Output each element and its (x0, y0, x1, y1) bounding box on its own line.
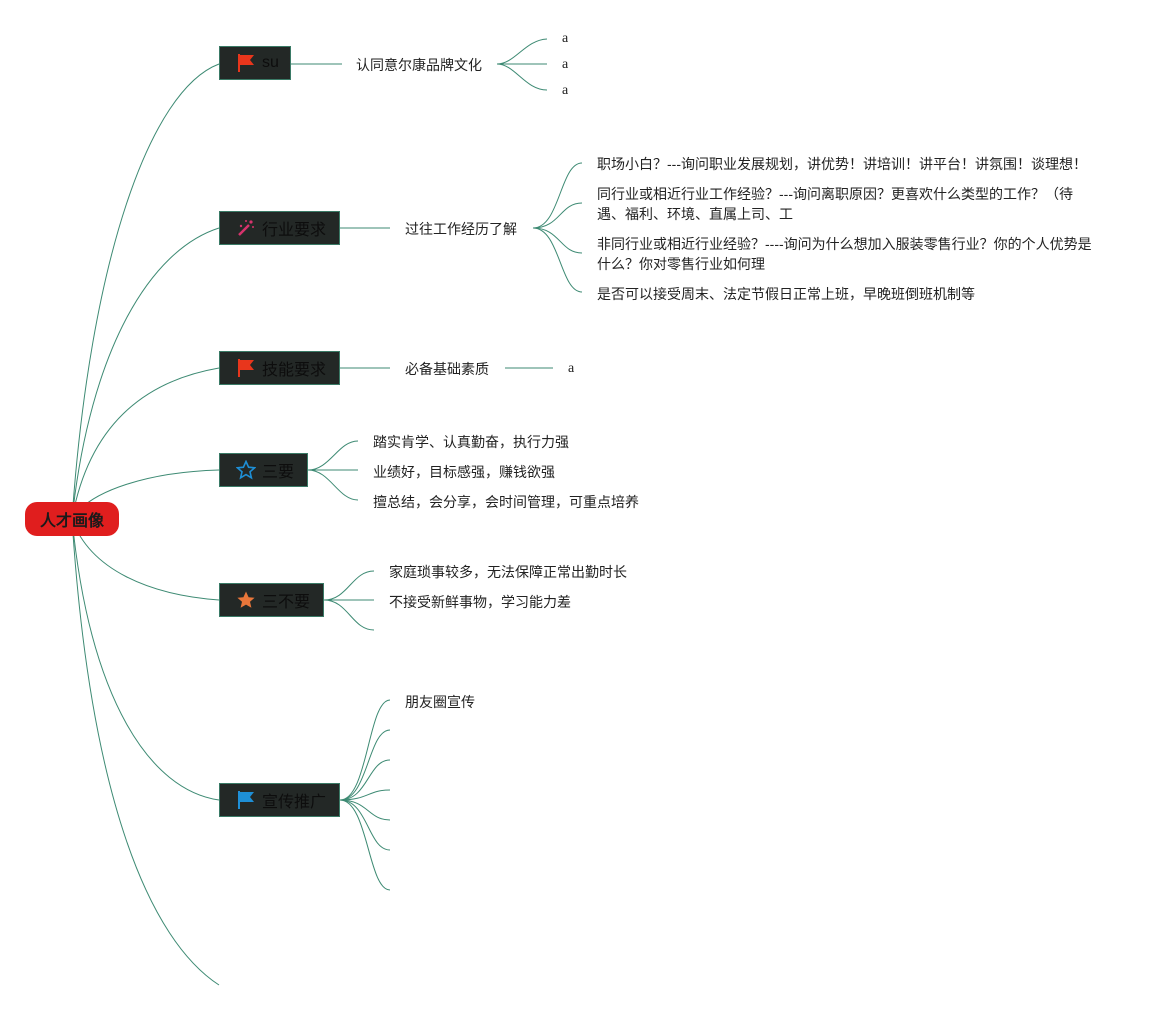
star-filled-icon (236, 590, 256, 610)
leaf[interactable]: 非同行业或相近行业经验？----询问为什么想加入服装零售行业？你的个人优势是什么… (597, 236, 1092, 272)
leaf[interactable]: 朋友圈宣传 (405, 694, 475, 710)
red-flag-icon (236, 358, 256, 378)
branch-label: 行业要求 (262, 222, 327, 239)
link-root-b6 (71, 518, 220, 801)
leaf[interactable]: a (562, 83, 569, 98)
branch-label: su (262, 54, 279, 71)
branch-label: 宣传推广 (262, 794, 327, 811)
leaf[interactable]: 职场小白？---询问职业发展规划，讲优势！讲培训！讲平台！讲氛围！谈理想！ (597, 156, 1087, 172)
link-root-b2 (71, 227, 220, 520)
leaf[interactable]: 踏实肯学、认真勤奋，执行力强 (373, 434, 569, 450)
sub-basic-quality[interactable]: 必备基础素质 (405, 361, 489, 377)
root-label: 人才画像 (39, 513, 104, 530)
leaf[interactable]: 不接受新鲜事物，学习能力差 (389, 594, 571, 610)
leaf[interactable]: a (562, 31, 569, 46)
star-outline-icon (236, 460, 256, 480)
link-root-b3 (71, 367, 220, 520)
leaf[interactable]: 业绩好，目标感强，赚钱欲强 (373, 464, 555, 480)
leaf[interactable]: a (568, 361, 575, 376)
leaf[interactable]: 擅总结，会分享，会时间管理，可重点培养 (373, 494, 639, 510)
leaf[interactable]: 同行业或相近行业工作经验？---询问离职原因？更喜欢什么类型的工作？（待遇、福利… (597, 186, 1073, 222)
branch-industry-req[interactable]: 行业要求 (219, 211, 340, 245)
branch-su[interactable]: su (219, 46, 291, 80)
leaf[interactable]: 是否可以接受周末、法定节假日正常上班，早晚班倒班机制等 (597, 286, 975, 302)
branch-three-musts[interactable]: 三要 (219, 453, 308, 487)
branch-promotion[interactable]: 宣传推广 (219, 783, 340, 817)
blue-flag-icon (236, 790, 256, 810)
sub-brand-culture[interactable]: 认同意尔康品牌文化 (356, 57, 482, 73)
link-root-extra (71, 518, 220, 986)
branch-skill-req[interactable]: 技能要求 (219, 351, 340, 385)
branch-label: 三不要 (262, 594, 311, 611)
sub-work-history[interactable]: 过往工作经历了解 (405, 221, 517, 237)
leaf[interactable]: a (562, 57, 569, 72)
branch-three-donts[interactable]: 三不要 (219, 583, 324, 617)
red-flag-icon (236, 53, 256, 73)
link-root-b1 (71, 63, 220, 520)
leaf[interactable]: 家庭琐事较多，无法保障正常出勤时长 (389, 564, 627, 580)
branch-label: 三要 (262, 464, 295, 481)
root-node[interactable]: 人才画像 (25, 502, 119, 536)
magic-wand-icon (236, 218, 256, 238)
branch-label: 技能要求 (262, 362, 327, 379)
link-root-b5 (71, 518, 220, 601)
